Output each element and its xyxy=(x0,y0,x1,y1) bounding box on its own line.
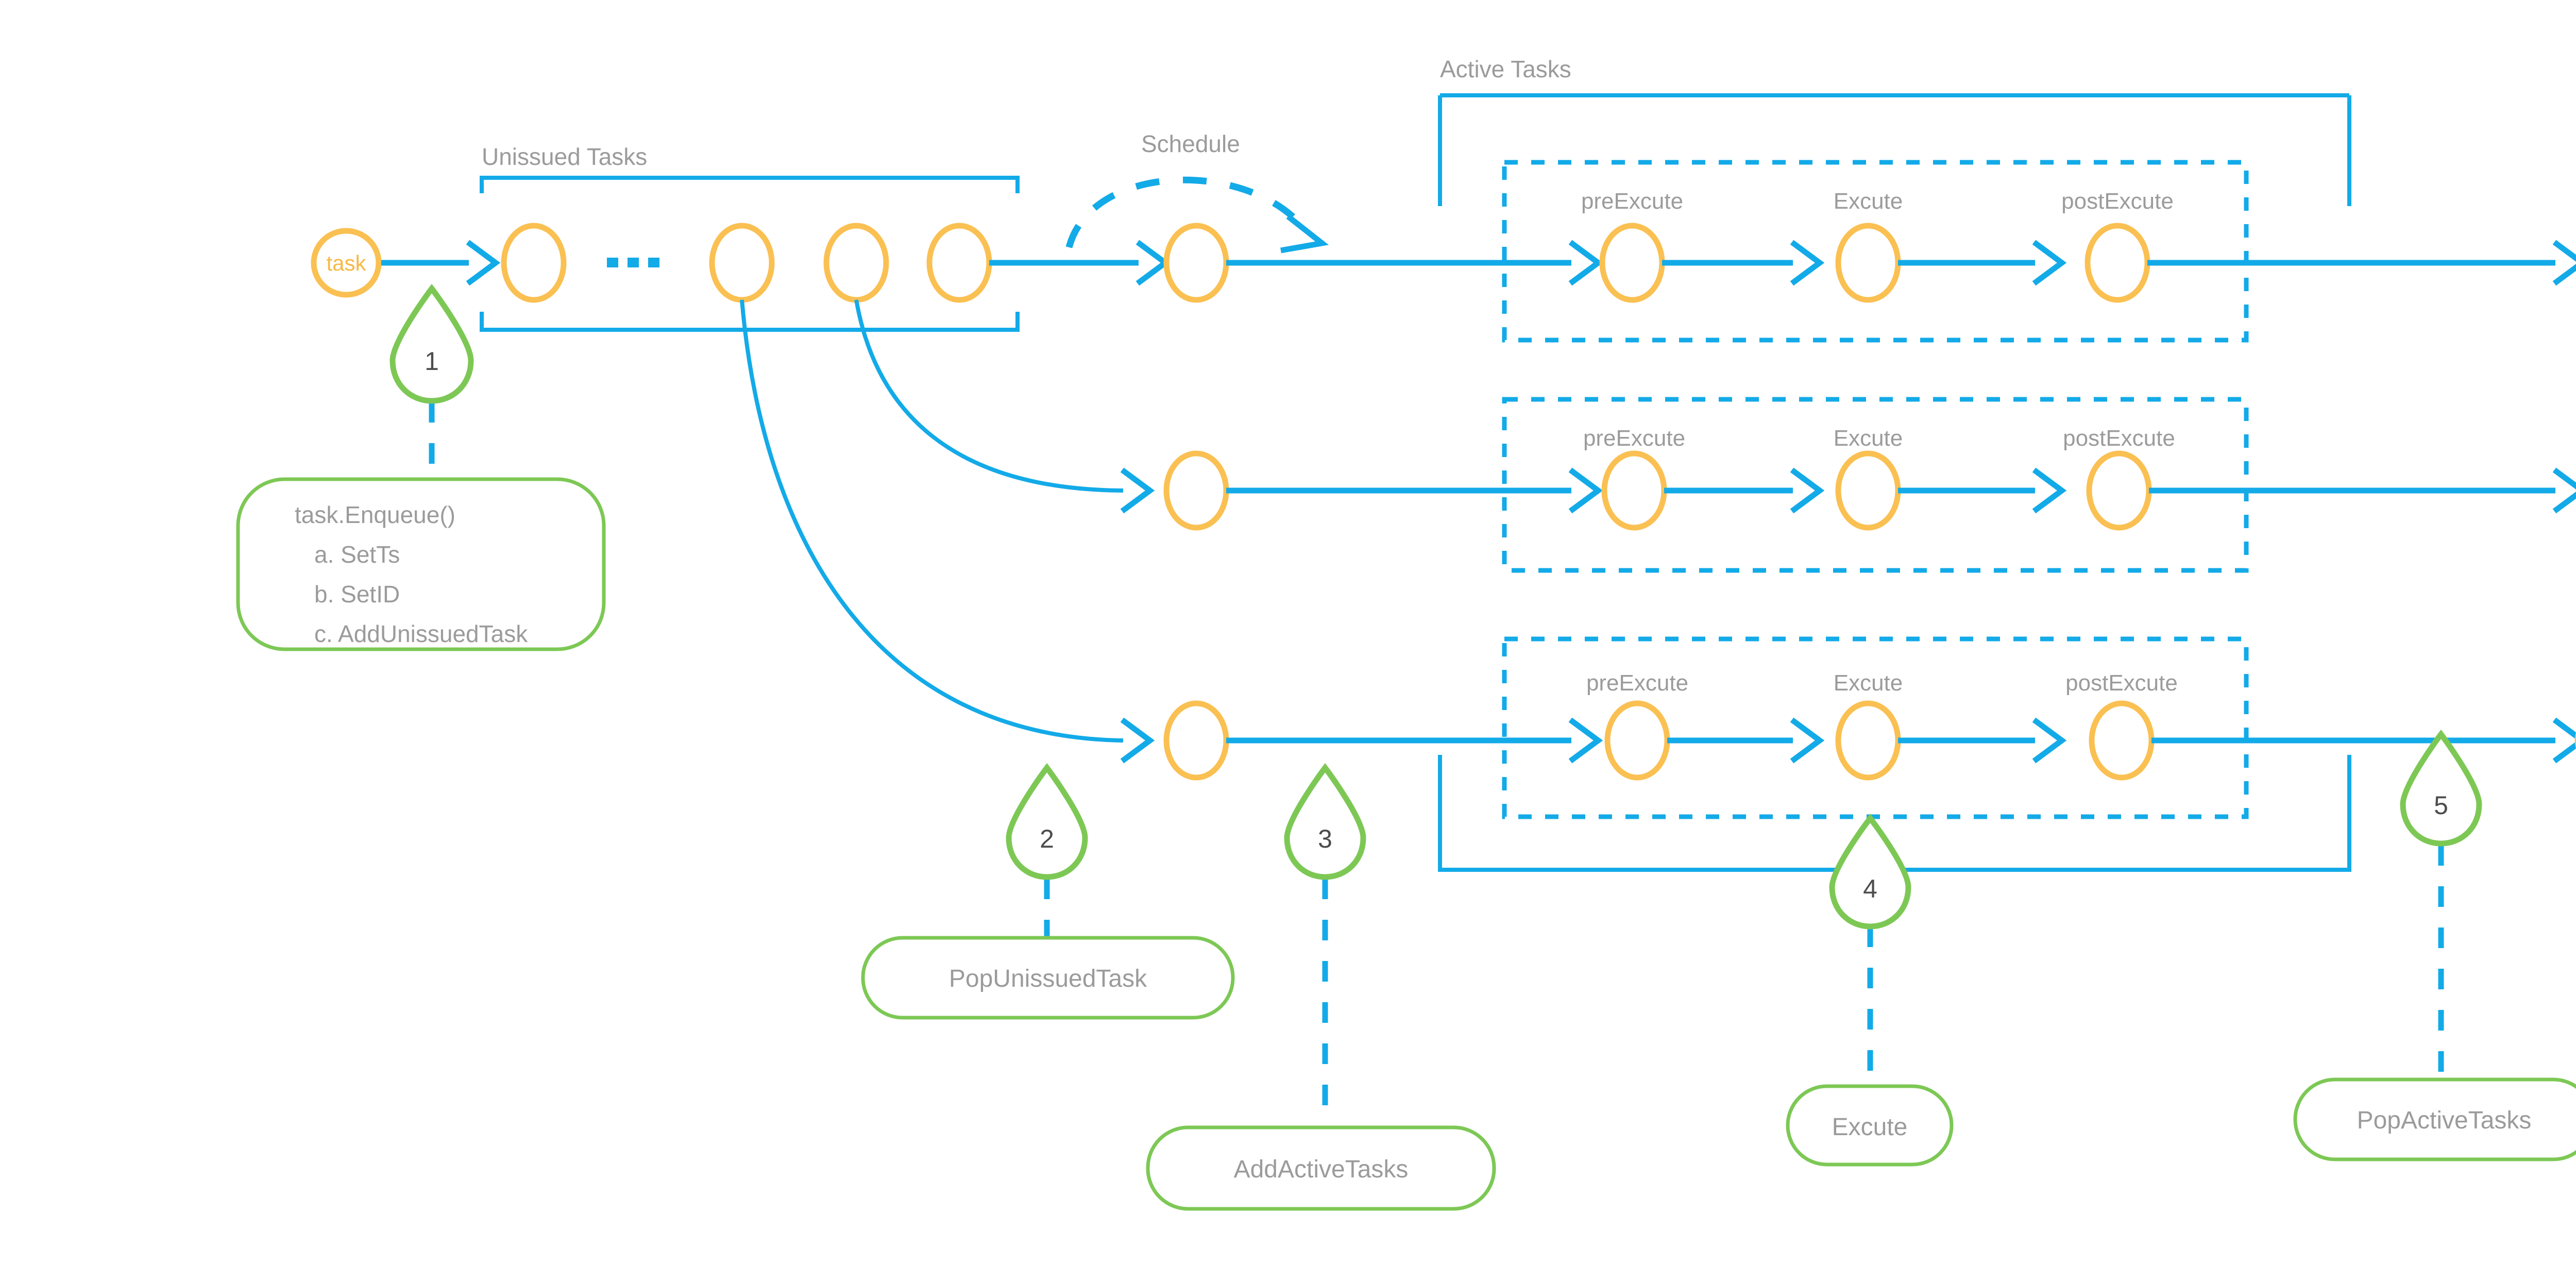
callout-add-active-label: AddActiveTasks xyxy=(1234,1156,1409,1183)
marker-2-drop xyxy=(1006,763,1088,880)
row1-excute-label: Excute xyxy=(1834,189,1903,214)
callout-excute[interactable]: Excute xyxy=(1786,1084,1954,1167)
marker-1-number: 1 xyxy=(425,347,439,376)
marker-1-group[interactable]: 1 xyxy=(389,283,474,495)
unissued-tasks-bracket-bottom xyxy=(480,312,1020,332)
row1-preexcute-node[interactable] xyxy=(1599,223,1665,303)
curve-queue-to-row2 xyxy=(854,299,1155,514)
callout-enqueue-line-3: b. SetID xyxy=(314,581,400,608)
source-task-label: task xyxy=(326,251,366,275)
row3-preexcute-label: preExcute xyxy=(1586,670,1688,696)
row3-postexcute-label: postExcute xyxy=(2065,670,2178,696)
schedule-label: Schedule xyxy=(1141,130,1240,157)
row2-excute-label: Excute xyxy=(1834,426,1903,451)
row3-preexcute-node[interactable] xyxy=(1604,700,1670,781)
row3-excute-node[interactable] xyxy=(1835,700,1901,781)
marker-2-number: 2 xyxy=(1040,824,1054,853)
marker-5-number: 5 xyxy=(2434,791,2448,820)
source-task-ellipse xyxy=(311,228,382,298)
queue-ellipsis-icon xyxy=(607,258,659,267)
callout-excute-box xyxy=(1786,1084,1954,1167)
curve-queue-to-row3 xyxy=(740,299,1155,764)
unissued-tasks-bracket-top xyxy=(480,176,1020,193)
row1-preexcute-label: preExcute xyxy=(1581,189,1683,214)
marker-4-group[interactable]: 4 xyxy=(1829,813,1911,1086)
unissued-queue-nodes xyxy=(501,223,992,303)
marker-4-drop xyxy=(1829,813,1911,930)
queue-node-4[interactable] xyxy=(926,223,992,303)
unissued-tasks-bracket-group: Unissued Tasks xyxy=(480,143,1020,332)
callout-enqueue-line-2: a. SetTs xyxy=(314,541,400,568)
source-task-node[interactable]: task xyxy=(311,228,382,298)
row3-postexcute-node[interactable] xyxy=(2089,700,2155,781)
callout-enqueue[interactable]: task.Enqueue() a. SetTs b. SetID c. AddU… xyxy=(236,477,606,651)
queue-node-2[interactable] xyxy=(709,223,775,303)
marker-4-number: 4 xyxy=(1863,874,1877,903)
row2-preexcute-node[interactable] xyxy=(1601,450,1667,531)
row1-excute-node[interactable] xyxy=(1835,223,1901,303)
row2-postexcute-node[interactable] xyxy=(2086,450,2152,531)
callout-enqueue-line-4: c. AddUnissuedTask xyxy=(314,620,528,647)
active-tasks-label: Active Tasks xyxy=(1440,56,1571,82)
schedule-arc-group: Schedule xyxy=(1065,130,1329,254)
callout-enqueue-box xyxy=(236,477,606,651)
row2-preexcute-label: preExcute xyxy=(1583,426,1685,451)
callout-add-active-box xyxy=(1146,1125,1496,1211)
arrow-queue-to-row1 xyxy=(989,240,1171,286)
callout-pop-unissued-label: PopUnissuedTask xyxy=(949,965,1147,992)
row1-stage-dashbox xyxy=(1502,160,2249,343)
row1-postexcute-label: postExcute xyxy=(2061,189,2174,214)
callout-add-active[interactable]: AddActiveTasks xyxy=(1146,1125,1496,1211)
queue-node-1[interactable] xyxy=(501,223,567,303)
marker-3-group[interactable]: 3 xyxy=(1284,763,1366,1163)
row3-stage-dashbox xyxy=(1502,636,2249,819)
marker-5-group[interactable]: 5 xyxy=(2400,729,2482,1086)
row3-head-node[interactable] xyxy=(1163,700,1229,781)
callout-enqueue-line-1: task.Enqueue() xyxy=(295,501,455,528)
row2-postexcute-label: postExcute xyxy=(2063,426,2175,451)
row3-excute-label: Excute xyxy=(1834,670,1903,696)
callout-pop-active[interactable]: PopActiveTasks xyxy=(2293,1077,2576,1161)
row-2: preExcute Excute postExcute xyxy=(1163,397,2576,573)
arrow-task-to-queue xyxy=(381,240,501,286)
marker-2-group[interactable]: 2 xyxy=(1006,763,1088,974)
marker-3-number: 3 xyxy=(1318,824,1332,853)
row2-excute-node[interactable] xyxy=(1835,450,1901,531)
callout-excute-label: Excute xyxy=(1832,1114,1908,1141)
row1-head-node[interactable] xyxy=(1163,223,1229,303)
row2-head-node[interactable] xyxy=(1163,450,1229,531)
queue-node-3[interactable] xyxy=(823,223,889,303)
row-3: preExcute Excute postExcute xyxy=(1163,636,2576,819)
unissued-tasks-label: Unissued Tasks xyxy=(482,143,647,170)
callout-pop-active-box xyxy=(2293,1077,2576,1161)
callout-pop-active-label: PopActiveTasks xyxy=(2357,1107,2532,1134)
row1-postexcute-node[interactable] xyxy=(2084,223,2150,303)
callout-pop-unissued[interactable]: PopUnissuedTask xyxy=(861,936,1235,1020)
callout-pop-unissued-box xyxy=(861,936,1235,1020)
marker-5-drop xyxy=(2400,729,2482,847)
marker-3-drop xyxy=(1284,763,1366,880)
marker-1-drop xyxy=(389,283,474,404)
row-1: preExcute Excute postExcute xyxy=(1163,160,2576,343)
